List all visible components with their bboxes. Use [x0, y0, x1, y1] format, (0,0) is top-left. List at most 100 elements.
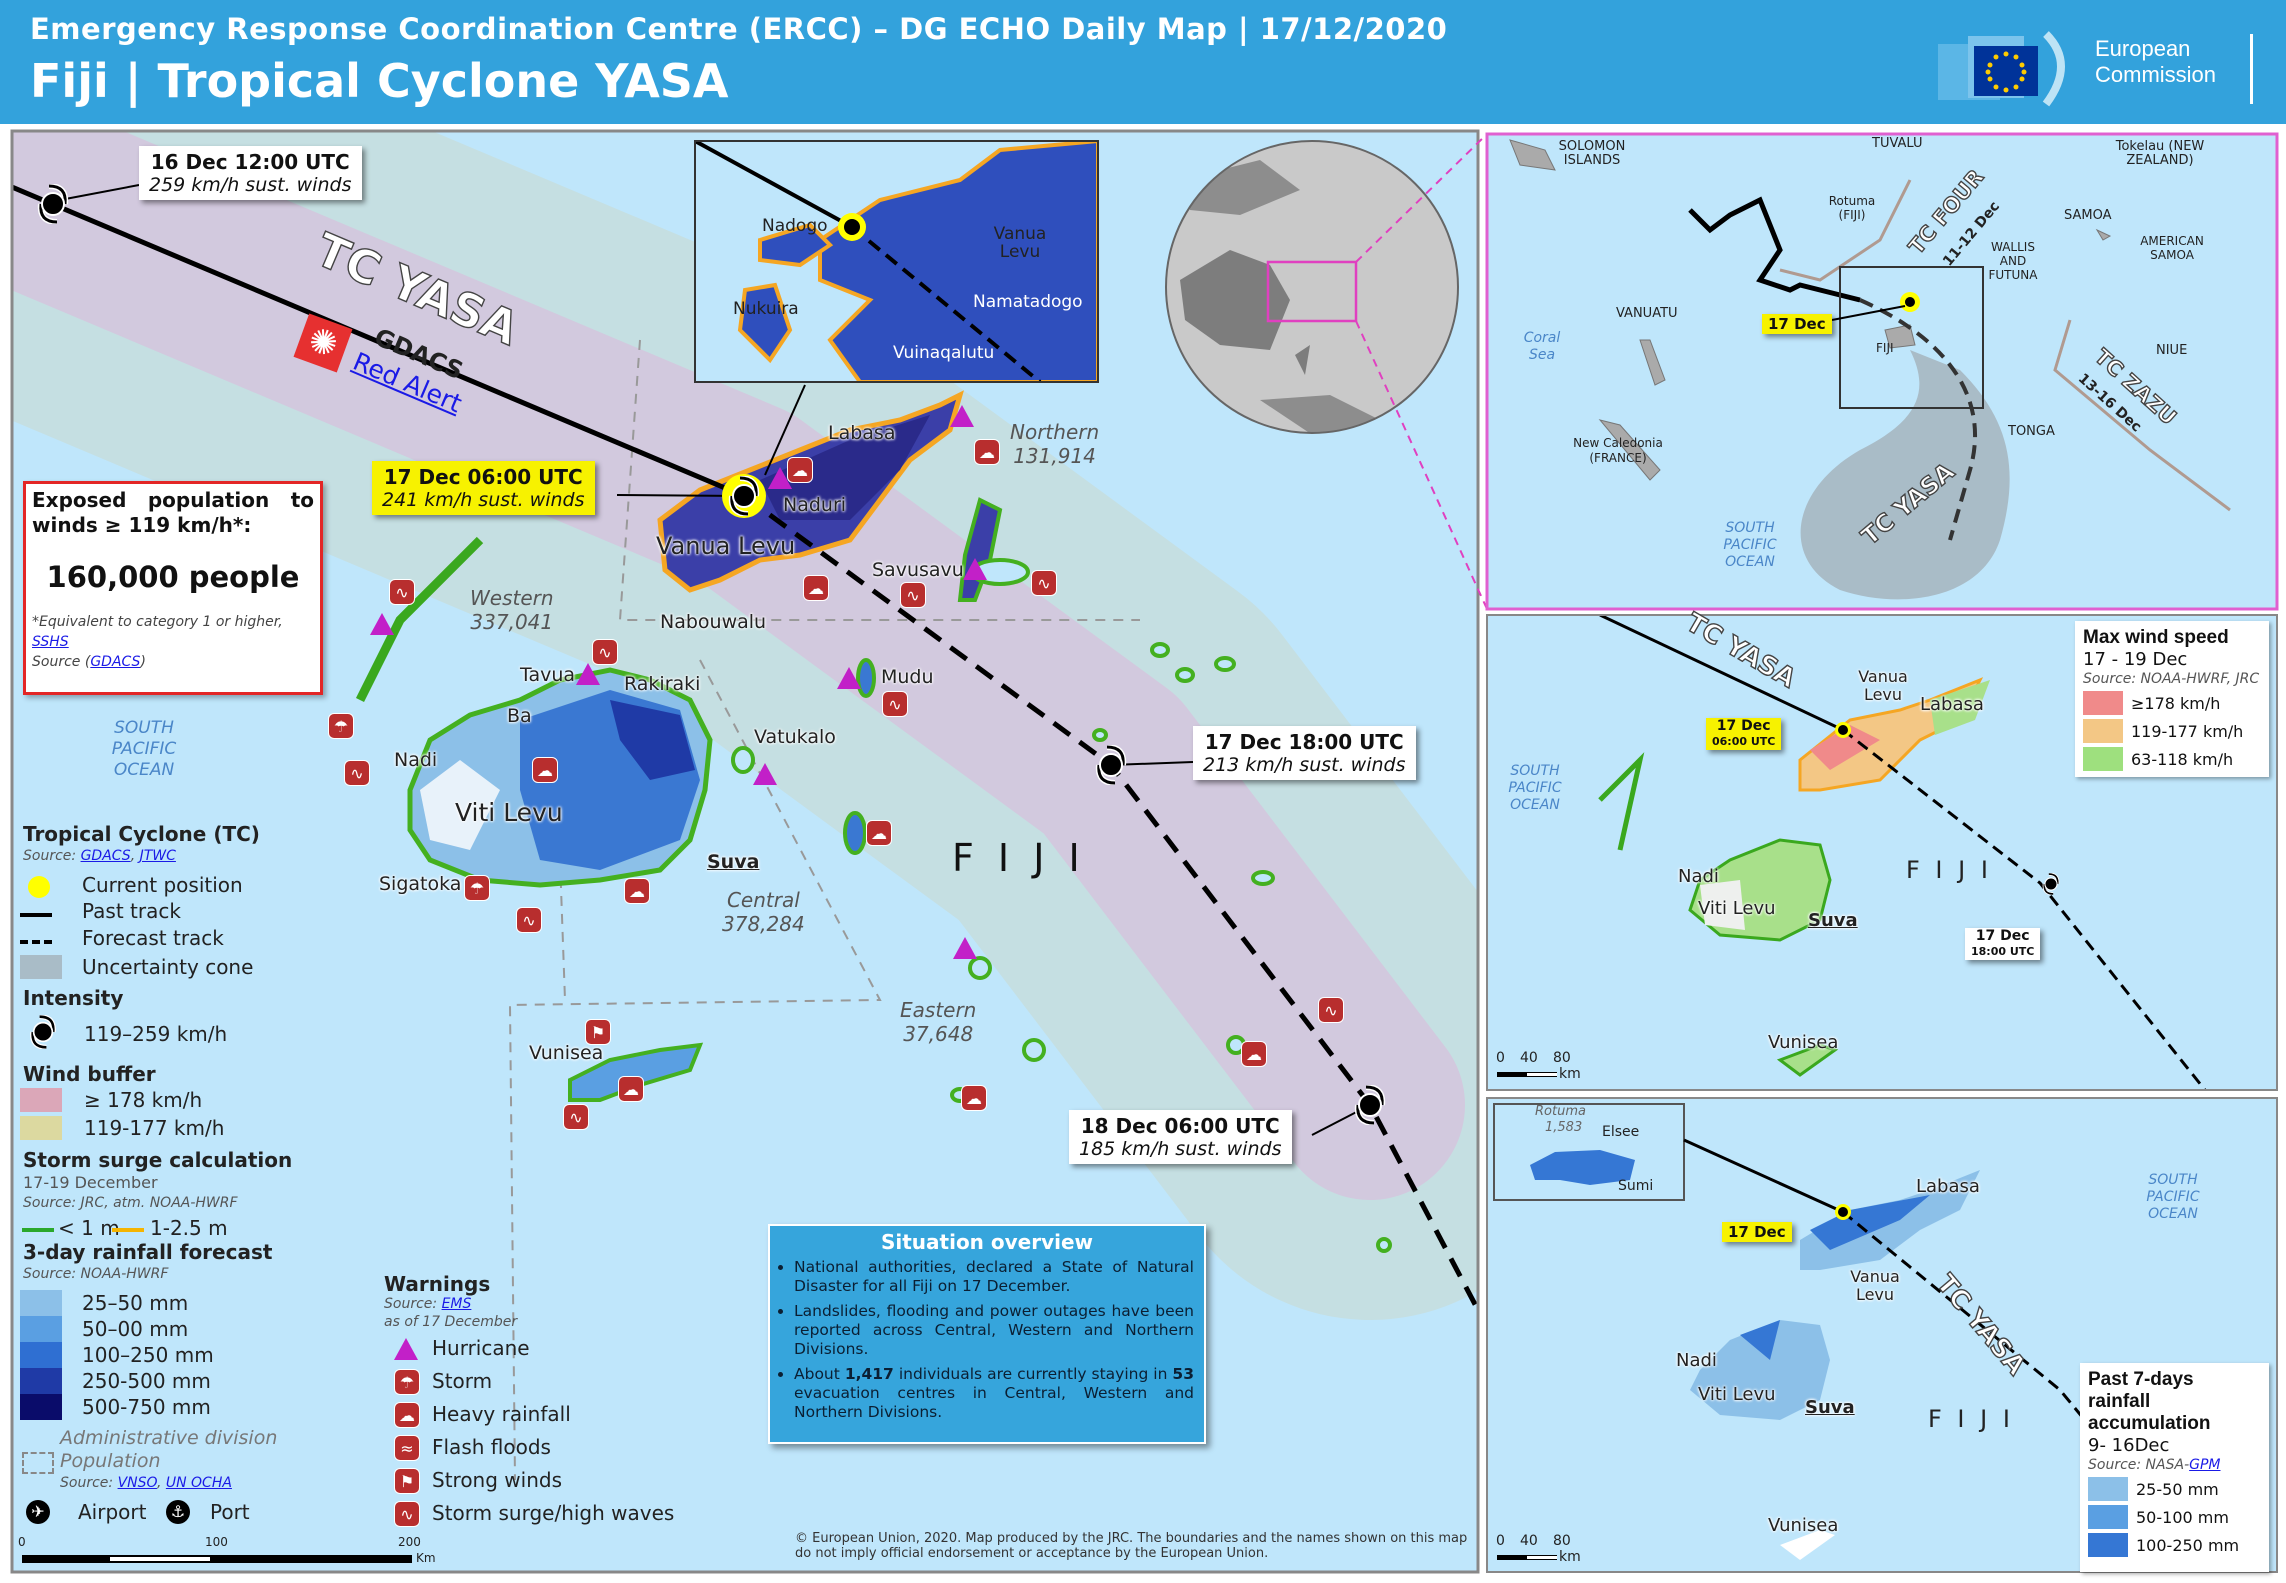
vnso-link[interactable]: VNSO — [117, 1475, 157, 1491]
wind-viti-levu: Viti Levu — [1698, 898, 1776, 919]
heavy-rainfall-warning-icon: ☁ — [974, 439, 1000, 465]
strong-winds-warning-icon: ⚑ — [585, 1019, 611, 1045]
storm-icon: ☂ — [394, 1369, 420, 1395]
legend-admin-division: Administrative division — [60, 1427, 278, 1449]
ov-tonga: TONGA — [2008, 424, 2055, 439]
legend-port: Port — [210, 1500, 250, 1524]
overview-cone — [1800, 350, 2010, 600]
legend-wind-178: ≥ 178 km/h — [84, 1088, 203, 1112]
exposed-population-box: Exposed population to winds ≥ 119 km/h*:… — [23, 481, 323, 695]
legend-rain-class: 50–00 mm — [82, 1317, 189, 1341]
situation-bullet: About 1,417 individuals are currently st… — [794, 1365, 1194, 1422]
place-ba: Ba — [507, 705, 532, 727]
place-rakiraki: Rakiraki — [624, 673, 701, 695]
wind-vanua-levu: Vanua Levu — [1858, 667, 1908, 704]
rain-viti-levu: Viti Levu — [1698, 1384, 1776, 1405]
situation-bullet: National authorities, declared a State o… — [794, 1258, 1194, 1296]
inset-namatadogo: Namatadogo — [973, 292, 1083, 312]
legend-intensity-range: 119–259 km/h — [84, 1022, 228, 1046]
ov-ocean: SOUTH PACIFIC OCEAN — [1723, 520, 1777, 570]
legend-current-position: Current position — [82, 873, 243, 897]
uncertainty-cone-swatch — [20, 955, 62, 979]
scale-unit: Km — [416, 1551, 436, 1565]
place-vunisea: Vunisea — [529, 1042, 604, 1064]
legend-tc-source: Source: GDACS, JTWC — [23, 848, 176, 864]
legend-warning-item: Hurricane — [432, 1336, 530, 1360]
hurricane-warning-icon — [963, 558, 987, 580]
legend-past-track: Past track — [82, 899, 181, 923]
rain-scale-80: 80 — [1553, 1533, 1571, 1549]
legend-rain-class: 25–50 mm — [82, 1291, 189, 1315]
storm-surge-warning-icon: ∿ — [1318, 997, 1344, 1023]
legend-surge-high: 1-2.5 m — [150, 1216, 228, 1240]
legend-forecast-track: Forecast track — [82, 926, 224, 950]
ov-date-label: 17 Dec — [1762, 314, 1832, 334]
gdacs-source-link[interactable]: GDACS — [90, 654, 141, 670]
storm-surge-warning-icon: ∿ — [389, 579, 415, 605]
inset-nadogo: Nadogo — [762, 216, 828, 236]
heavy-rainfall-warning-icon: ☁ — [1241, 1041, 1267, 1067]
legend-uncertainty-cone: Uncertainty cone — [82, 955, 254, 979]
hurricane-warning-icon — [837, 667, 861, 689]
heavy-rainfall-warning-icon: ☁ — [866, 820, 892, 846]
situation-overview-box: Situation overview National authorities,… — [768, 1224, 1206, 1444]
wind-ocean: SOUTH PACIFIC OCEAN — [1508, 763, 1562, 813]
wind-labasa: Labasa — [1920, 694, 1984, 715]
past-track-swatch — [20, 913, 52, 917]
storm-surge-warning-icon: ∿ — [592, 639, 618, 665]
ems-link[interactable]: EMS — [441, 1296, 472, 1312]
ov-fiji: FIJI — [1876, 341, 1894, 355]
place-naduri: Naduri — [783, 494, 847, 516]
heavy-rainfall-warning-icon: ☁ — [787, 457, 813, 483]
country-label: F I J I — [952, 836, 1086, 880]
place-vanua-levu: Vanua Levu — [656, 532, 796, 560]
gpm-link[interactable]: GPM — [2189, 1457, 2221, 1473]
legend-rain-title: 3-day rainfall forecast — [23, 1240, 273, 1264]
warnings-as-of: as of 17 December — [384, 1314, 518, 1330]
port-icon: ⚓ — [166, 1500, 190, 1524]
rain-class-swatch — [20, 1290, 62, 1316]
legend-rain-class: 250-500 mm — [82, 1369, 211, 1393]
gdacs-link[interactable]: GDACS — [80, 848, 131, 864]
legend-warning-item: Strong winds — [432, 1468, 562, 1492]
storm-surge-warning-icon: ∿ — [900, 582, 926, 608]
wind-legend: Max wind speed 17 - 19 Dec Source: NOAA-… — [2075, 621, 2269, 777]
legend-wind-buffer-title: Wind buffer — [23, 1062, 156, 1086]
wind-scale-40: 40 — [1520, 1050, 1538, 1066]
un-ocha-link[interactable]: UN OCHA — [165, 1475, 232, 1491]
overview-past-track — [1688, 196, 1861, 303]
warnings-title: Warnings — [384, 1272, 491, 1296]
forecast-track-swatch — [20, 940, 52, 944]
inset-nukuira: Nukuira — [733, 299, 799, 319]
jtwc-link[interactable]: JTWC — [139, 848, 176, 864]
storm-surge-warning-icon: ∿ — [1031, 570, 1057, 596]
legend-surge-title: Storm surge calculation — [23, 1148, 293, 1172]
ov-tuvalu: TUVALU — [1872, 136, 1923, 151]
situation-bullet: Landslides, flooding and power outages h… — [794, 1302, 1194, 1359]
wind-fiji: F I J I — [1906, 856, 1992, 884]
legend-rain-class: 500-750 mm — [82, 1395, 211, 1419]
place-tavua: Tavua — [520, 664, 576, 686]
legend-population: Population — [60, 1450, 161, 1472]
rain-class-swatch — [20, 1368, 62, 1394]
sshs-link[interactable]: SSHS — [32, 634, 69, 650]
cyclone-icon — [26, 1012, 60, 1052]
hurricane-icon — [394, 1338, 418, 1360]
place-savusavu: Savusavu — [872, 559, 964, 581]
ov-niue: NIUE — [2156, 343, 2188, 358]
ov-tokelau: Tokelau (NEW ZEALAND) — [2115, 139, 2205, 168]
map-subtitle: Emergency Response Coordination Centre (… — [30, 12, 1448, 46]
header-bar: Emergency Response Coordination Centre (… — [0, 0, 2286, 124]
place-vatukalo: Vatukalo — [754, 726, 836, 748]
rain-scale-unit: km — [1559, 1549, 1581, 1565]
map-title: Fiji | Tropical Cyclone YASA — [30, 54, 729, 108]
legend-surge-low: < 1 m — [58, 1216, 120, 1240]
ov-rotuma: Rotuma (FIJI) — [1828, 194, 1876, 222]
rain-rotuma-pop: 1,583 — [1545, 1120, 1583, 1135]
legend-surge-source: Source: JRC, atm. NOAA-HWRF — [23, 1195, 238, 1211]
legend-warning-item: Storm — [432, 1369, 493, 1393]
